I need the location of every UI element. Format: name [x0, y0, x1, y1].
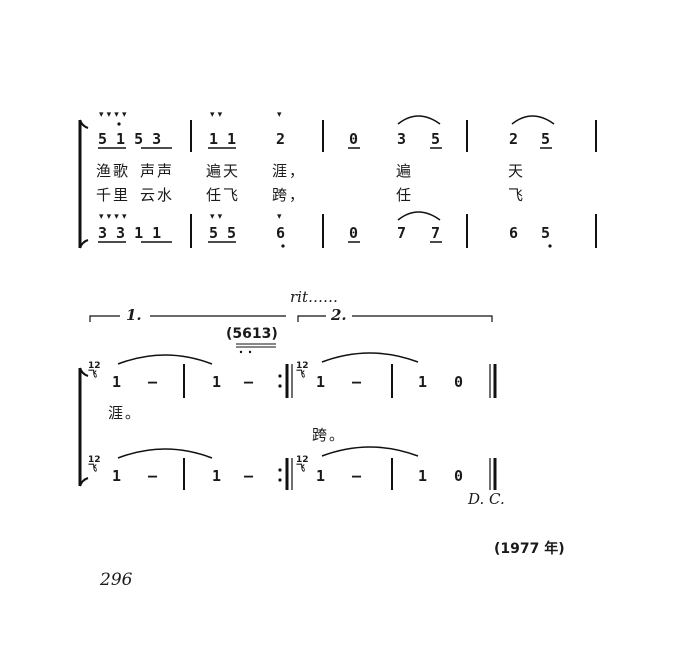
ornament-notes: (5613) [226, 326, 278, 342]
ending-1-label: 1. [126, 306, 142, 324]
lyric: 任 [396, 186, 414, 204]
time-signature: 12 飞 [296, 361, 309, 380]
note: 6 [509, 224, 519, 242]
accent-marks: ▾ [277, 110, 282, 120]
note: 7 [397, 224, 407, 242]
note: 1 [212, 467, 222, 485]
note: 1 [316, 373, 326, 391]
lyric: 千里 [96, 186, 131, 204]
accent-marks: ▾ ▾ [210, 110, 223, 120]
lyric: 涯， [272, 162, 307, 180]
lyric: 云水 [140, 186, 175, 204]
da-capo-marking: D. C. [468, 490, 505, 508]
note: 1 [316, 467, 326, 485]
lyric: 渔歌 [96, 162, 131, 180]
time-signature: 12 飞 [296, 455, 309, 474]
year-note: (1977 年) [494, 541, 565, 557]
page-number: 296 [100, 570, 133, 590]
note: 0 [454, 467, 464, 485]
note: 5 [541, 130, 551, 148]
accent-marks: ▾ ▾ ▾ ▾ [99, 212, 127, 222]
lyric: 声声 [140, 162, 175, 180]
lyric: 飞 [508, 186, 526, 204]
time-signature: 12 飞 [88, 361, 101, 380]
note-group: 5 5 [209, 224, 237, 242]
tempo-marking: rit…… [290, 288, 338, 306]
lyric: 遍天 [206, 162, 241, 180]
note: 1 [212, 373, 222, 391]
lyric: 天 [508, 162, 526, 180]
dash: — [352, 467, 362, 485]
lyric: 任飞 [206, 186, 241, 204]
note: 5 [541, 224, 551, 242]
lyric: 涯。 [108, 404, 143, 422]
note-group: 5 1 5 3 [98, 130, 162, 148]
note: 6 [276, 224, 286, 242]
note: 7 [431, 224, 441, 242]
dash: — [352, 373, 362, 391]
note: 3 [397, 130, 407, 148]
dash: — [148, 467, 158, 485]
accent-marks: ▾ [277, 212, 282, 222]
note: 0 [454, 373, 464, 391]
note: 1 [418, 373, 428, 391]
note: 0 [349, 130, 359, 148]
lyric: 跨， [272, 186, 307, 204]
dash: — [244, 467, 254, 485]
note: 1 [112, 373, 122, 391]
dash: — [244, 373, 254, 391]
dash: — [148, 373, 158, 391]
accent-marks: ▾ ▾ [210, 212, 223, 222]
accent-marks: ▾ ▾ ▾ ▾ [99, 110, 127, 120]
note: 2 [276, 130, 286, 148]
note-group: 3 3 1 1 [98, 224, 162, 242]
lyric: 遍 [396, 162, 414, 180]
note: 5 [431, 130, 441, 148]
note: 1 [418, 467, 428, 485]
note-group: 1 1 [209, 130, 237, 148]
time-signature: 12 飞 [88, 455, 101, 474]
lyric: 跨。 [312, 426, 347, 444]
note: 1 [112, 467, 122, 485]
note: 0 [349, 224, 359, 242]
note: 2 [509, 130, 519, 148]
ending-2-label: 2. [331, 306, 347, 324]
